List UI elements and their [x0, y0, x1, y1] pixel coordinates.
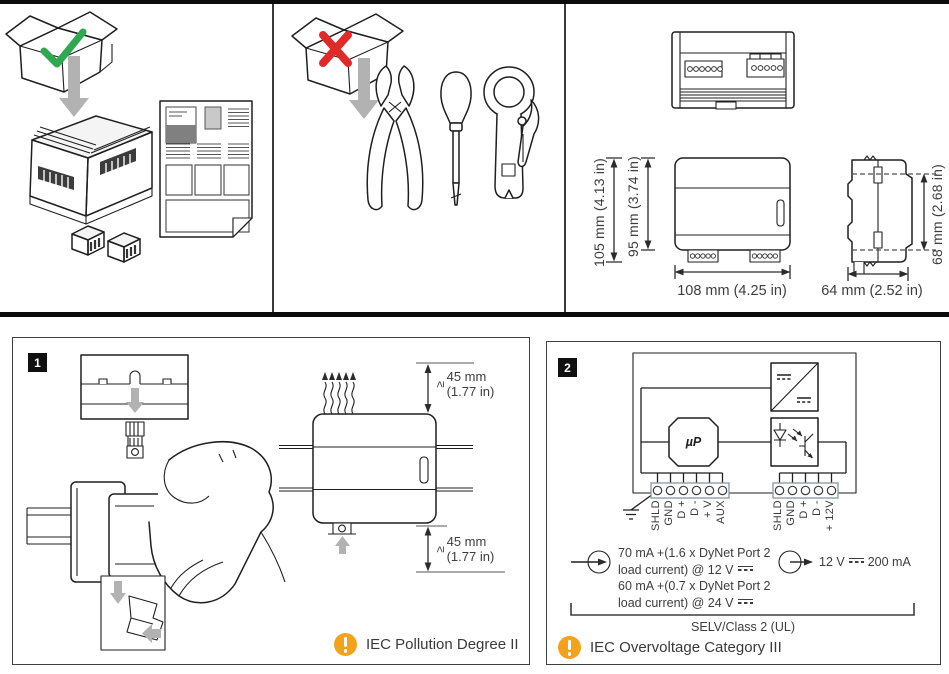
screwdriver-icon: [440, 71, 472, 206]
divider-2: [564, 4, 566, 312]
selv-label: SELV/Class 2 (UL): [691, 620, 795, 634]
overvoltage-note: IEC Overvoltage Category III: [558, 636, 782, 659]
dc-symbol: [737, 598, 753, 608]
dimension-lines-front: [606, 157, 791, 279]
output-voltage: 12 V: [819, 555, 845, 569]
top-rule: [0, 0, 949, 4]
input-spec-24v: 60 mA +(0.7 x DyNet Port 2 load current)…: [618, 578, 771, 611]
terminal-label: AUX: [715, 500, 727, 524]
clearance-top-label: ≥ 45 mm (1.77 in): [433, 369, 495, 399]
dimensions-illustration: [606, 31, 936, 281]
unboxing-illustration: [5, 11, 253, 263]
pliers-icon: [366, 65, 424, 211]
clearance-mm: 45 mm: [446, 534, 487, 549]
gte-symbol: ≥: [432, 380, 447, 388]
step-2-badge: 2: [558, 358, 577, 377]
current-out-symbol: [778, 550, 813, 574]
optocoupler: [770, 417, 819, 467]
output-current: 200 mA: [867, 555, 911, 569]
leaflet: [159, 100, 253, 238]
din-device-isometric: [29, 115, 153, 225]
arrow-down-icon: [349, 58, 379, 119]
ground-symbol: [623, 493, 654, 520]
overvoltage-note-text: IEC Overvoltage Category III: [590, 639, 782, 656]
terminal-label: SHLD: [650, 500, 662, 531]
terminal-label: GND: [785, 500, 797, 526]
terminal-label: + 12V: [824, 500, 836, 532]
input-spec-24v-line2: load current) @ 24 V: [618, 595, 734, 610]
hand-mounting-device: [26, 441, 286, 604]
arrow-up-icon: [335, 536, 350, 554]
mounting-illustration: [26, 354, 505, 651]
terminal-strip-dynet: [650, 482, 730, 499]
dim-label-64mm: 64 mm (2.52 in): [821, 283, 923, 299]
wiring-panel: µP: [546, 341, 941, 665]
terminal-label: D -: [689, 500, 701, 516]
clearance-in: (1.77 in): [446, 384, 495, 399]
terminal-block: [107, 232, 141, 263]
selv-bracket: [570, 603, 915, 616]
divider-1: [272, 4, 274, 312]
warning-icon: [334, 633, 357, 656]
terminal-block: [71, 225, 105, 256]
no-tools-illustration: [291, 13, 540, 211]
terminal-label: D +: [676, 500, 688, 519]
dc-dc-converter: [770, 362, 819, 412]
warning-icon: [558, 636, 581, 659]
dim-label-108mm: 108 mm (4.25 in): [677, 283, 787, 299]
clearance-mm: 45 mm: [446, 369, 487, 384]
inset-profile: [100, 575, 166, 651]
terminal-label: SHLD: [772, 500, 784, 531]
terminal-label: D -: [811, 500, 823, 516]
input-spec-24v-line1: 60 mA +(0.7 x DyNet Port 2: [618, 579, 771, 593]
input-spec-12v-line1: 70 mA +(1.6 x DyNet Port 2: [618, 546, 771, 560]
dc-symbol: [737, 565, 753, 575]
output-spec: 12 V 200 mA: [819, 554, 911, 571]
input-spec-12v-line2: load current) @ 12 V: [618, 562, 734, 577]
pollution-note-text: IEC Pollution Degree II: [366, 636, 519, 653]
mounting-panel: 1 ≥ 45 mm (1.77 in) ≥ 45 mm (1.77 in) IE…: [12, 337, 530, 665]
din-clip: [125, 421, 145, 459]
cross-icon: [319, 31, 352, 67]
device-front-view: [674, 157, 791, 263]
terminal-label: + V: [702, 500, 714, 519]
device-top-view: [671, 31, 795, 110]
check-icon: [40, 28, 87, 68]
device-side-view: [847, 155, 936, 281]
din-rail-plate: [80, 354, 189, 420]
middle-rule: [0, 312, 949, 317]
clearance-bottom-label: ≥ 45 mm (1.77 in): [433, 534, 495, 564]
dc-symbol: [848, 558, 864, 567]
current-in-symbol: [571, 550, 611, 574]
gte-symbol: ≥: [432, 545, 447, 553]
dim-label-68mm: 68 mm (2.68 in): [929, 164, 945, 266]
terminal-label: D +: [798, 500, 810, 519]
circuit-outline: [632, 352, 857, 494]
pollution-note: IEC Pollution Degree II: [334, 633, 519, 656]
chip-label: µP: [685, 435, 702, 449]
dim-label-105mm: 105 mm (4.13 in): [591, 158, 607, 268]
dim-label-95mm: 95 mm (3.74 in): [625, 156, 641, 258]
wire-stripper-icon: [483, 66, 540, 199]
step-1-badge: 1: [28, 353, 47, 372]
terminal-label: GND: [663, 500, 675, 526]
wiring-diagram: µP: [570, 352, 915, 616]
terminal-strip-aux: [772, 482, 839, 499]
microprocessor: µP: [668, 417, 719, 467]
clearance-diagram: [279, 362, 505, 573]
open-box: [5, 11, 118, 93]
input-spec-12v: 70 mA +(1.6 x DyNet Port 2 load current)…: [618, 545, 771, 578]
clearance-in: (1.77 in): [446, 549, 495, 564]
arrow-down-icon: [59, 56, 89, 117]
circuit-wires: [640, 387, 847, 485]
heat-waves-icon: [323, 381, 355, 415]
